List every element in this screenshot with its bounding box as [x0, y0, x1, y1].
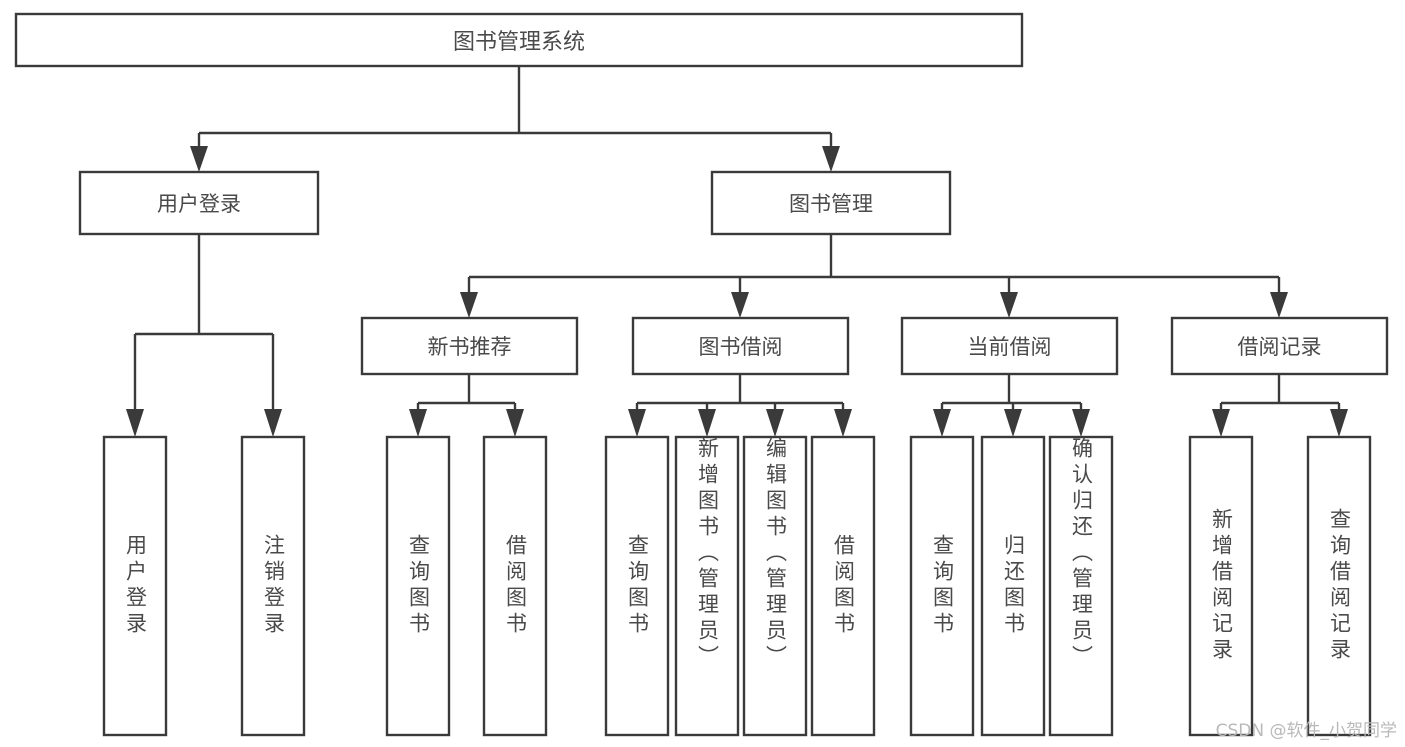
node-box-user-login[interactable]	[78, 170, 320, 236]
node-box-leaf-logout[interactable]	[240, 435, 306, 737]
arrowhead-leaf-add-book	[698, 409, 716, 437]
arrowhead-new-book-recommend	[460, 292, 478, 318]
arrowhead-book-borrow	[731, 292, 749, 318]
node-box-leaf-edit-book[interactable]	[742, 435, 808, 737]
csdn-watermark: CSDN @软件_小贺同学	[1215, 721, 1397, 741]
node-box-leaf-query-book-2[interactable]	[604, 435, 670, 737]
node-box-book-borrow[interactable]	[631, 316, 850, 376]
node-box-leaf-confirm-return[interactable]	[1048, 435, 1114, 737]
node-box-leaf-return-book[interactable]	[980, 435, 1046, 737]
connector-group-book-manage-to-level3	[460, 234, 1288, 318]
connector-group-new-book-leaves	[409, 374, 524, 437]
arrowhead-leaf-edit-book	[766, 409, 784, 437]
node-box-leaf-borrow-book-2[interactable]	[810, 435, 876, 737]
arrowhead-current-borrow	[1000, 292, 1018, 318]
arrowhead-user-login	[190, 146, 208, 172]
arrowhead-leaf-logout	[264, 409, 282, 437]
node-box-leaf-query-record[interactable]	[1306, 435, 1372, 737]
arrowhead-leaf-confirm-return	[1072, 409, 1090, 437]
connector-group-book-borrow-leaves	[628, 374, 852, 437]
arrowhead-leaf-user-login	[126, 409, 144, 437]
node-box-leaf-add-record[interactable]	[1188, 435, 1254, 737]
node-box-leaf-user-login[interactable]	[102, 435, 168, 737]
connector-group-current-borrow-leaves	[933, 374, 1090, 437]
arrowhead-leaf-borrow-book-2	[834, 409, 852, 437]
node-box-root[interactable]	[14, 12, 1024, 68]
node-box-leaf-add-book[interactable]	[674, 435, 740, 737]
node-box-current-borrow[interactable]	[900, 316, 1119, 376]
node-box-book-manage[interactable]	[710, 170, 952, 236]
node-box-leaf-query-book-3[interactable]	[909, 435, 975, 737]
arrowhead-leaf-borrow-book-1	[506, 409, 524, 437]
arrowhead-book-manage	[822, 146, 840, 172]
node-box-leaf-query-book-1[interactable]	[385, 435, 451, 737]
arrowhead-leaf-query-book-3	[933, 409, 951, 437]
arrowhead-leaf-query-record	[1330, 409, 1348, 437]
arrowhead-borrow-record	[1270, 292, 1288, 318]
arrowhead-leaf-return-book	[1004, 409, 1022, 437]
connector-group-borrow-record-leaves	[1212, 374, 1348, 437]
node-box-new-book-recommend[interactable]	[360, 316, 579, 376]
connector-group-user-login-leaves	[126, 234, 282, 437]
node-box-leaf-borrow-book-1[interactable]	[482, 435, 548, 737]
arrowhead-leaf-query-book-1	[409, 409, 427, 437]
connector-group-root-to-level2	[190, 66, 840, 172]
node-box-borrow-record[interactable]	[1170, 316, 1389, 376]
arrowhead-leaf-query-book-2	[628, 409, 646, 437]
arrowhead-leaf-add-record	[1212, 409, 1230, 437]
